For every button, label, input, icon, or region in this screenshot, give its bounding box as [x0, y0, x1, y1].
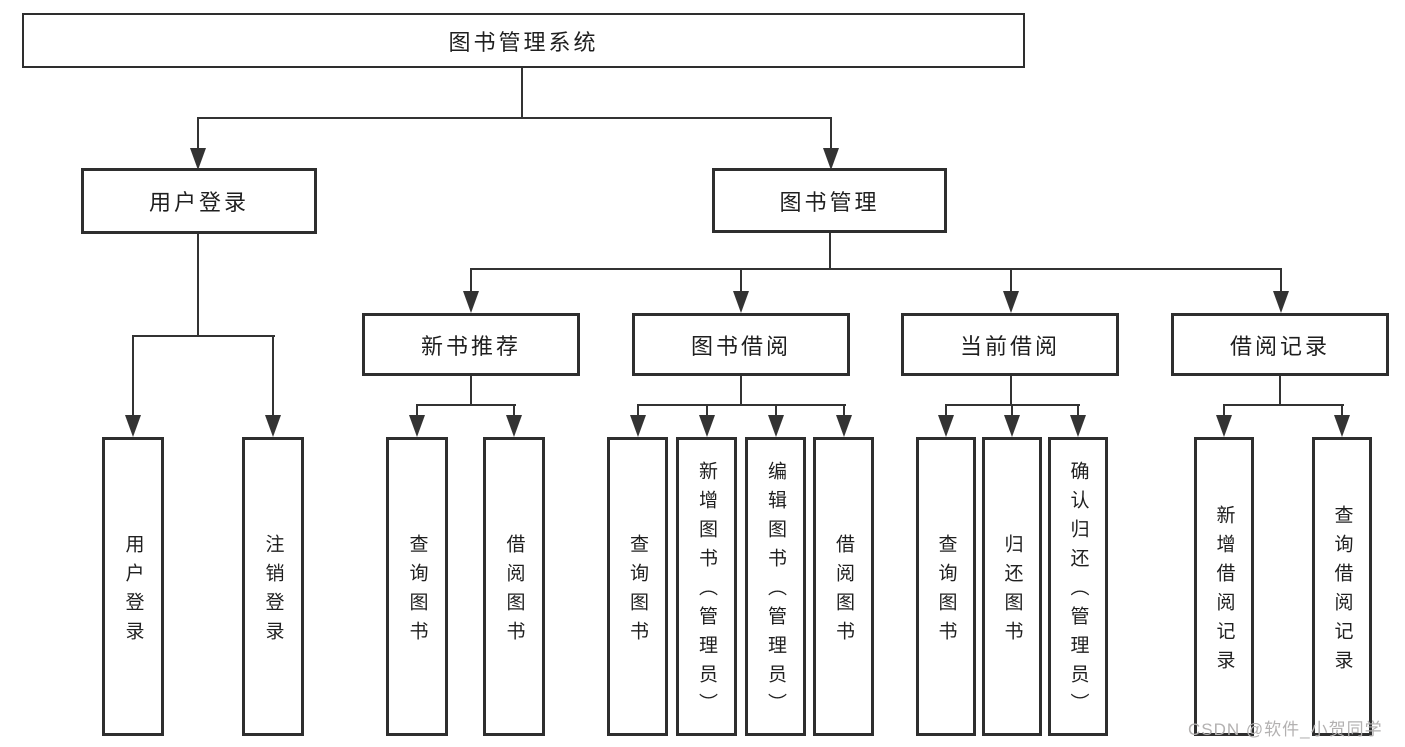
connector-line [1010, 376, 1012, 406]
connector-line [1223, 404, 1344, 406]
connector-line [197, 117, 199, 150]
connector-line [1223, 404, 1225, 419]
connector-line [513, 404, 515, 419]
arrow-down-icon [938, 415, 954, 437]
connector-line [132, 335, 275, 337]
connector-line [1341, 404, 1343, 419]
arrow-down-icon [1004, 415, 1020, 437]
arrow-down-icon [1273, 291, 1289, 313]
leaf-logout: 注销登录 [242, 437, 304, 736]
connector-line [843, 404, 845, 419]
connector-line [197, 117, 832, 119]
leaf-edit-book-admin: 编辑图书（管理员） [745, 437, 806, 736]
connector-line [521, 68, 523, 118]
connector-line [829, 233, 831, 270]
arrow-down-icon [1334, 415, 1350, 437]
arrow-down-icon [733, 291, 749, 313]
connector-line [470, 268, 1282, 270]
leaf-user-login: 用户登录 [102, 437, 164, 736]
connector-line [775, 404, 777, 419]
arrow-down-icon [1070, 415, 1086, 437]
node-new-book-recommend: 新书推荐 [362, 313, 580, 376]
connector-line [706, 404, 708, 419]
node-book-borrow: 图书借阅 [632, 313, 850, 376]
leaf-confirm-return-admin: 确认归还（管理员） [1048, 437, 1108, 736]
arrow-down-icon [409, 415, 425, 437]
arrow-down-icon [768, 415, 784, 437]
arrow-down-icon [630, 415, 646, 437]
connector-line [272, 335, 274, 417]
arrow-down-icon [1003, 291, 1019, 313]
arrow-down-icon [506, 415, 522, 437]
node-root: 图书管理系统 [22, 13, 1025, 68]
arrow-down-icon [1216, 415, 1232, 437]
connector-line [197, 234, 199, 337]
leaf-borrow-book-2: 借阅图书 [813, 437, 874, 736]
node-book-management: 图书管理 [712, 168, 947, 233]
connector-line [740, 268, 742, 295]
node-current-borrow: 当前借阅 [901, 313, 1119, 376]
leaf-return-book: 归还图书 [982, 437, 1042, 736]
leaf-query-book-2: 查询图书 [607, 437, 668, 736]
leaf-add-book-admin: 新增图书（管理员） [676, 437, 737, 736]
connector-line [1011, 404, 1013, 419]
connector-line [416, 404, 516, 406]
node-user-login: 用户登录 [81, 168, 317, 234]
watermark: CSDN @软件_小贺同学 [1188, 720, 1383, 739]
node-borrow-record: 借阅记录 [1171, 313, 1389, 376]
connector-line [470, 268, 472, 295]
connector-line [945, 404, 947, 419]
arrow-down-icon [190, 148, 206, 170]
leaf-query-book-1: 查询图书 [386, 437, 448, 736]
connector-line [1010, 268, 1012, 295]
leaf-add-borrow-record: 新增借阅记录 [1194, 437, 1254, 736]
connector-line [830, 117, 832, 150]
connector-line [1280, 268, 1282, 295]
arrow-down-icon [463, 291, 479, 313]
arrow-down-icon [823, 148, 839, 170]
arrow-down-icon [265, 415, 281, 437]
connector-line [637, 404, 846, 406]
arrow-down-icon [125, 415, 141, 437]
connector-line [416, 404, 418, 419]
leaf-query-borrow-record: 查询借阅记录 [1312, 437, 1372, 736]
arrow-down-icon [699, 415, 715, 437]
connector-line [1077, 404, 1079, 419]
connector-line [637, 404, 639, 419]
connector-line [132, 335, 134, 417]
arrow-down-icon [836, 415, 852, 437]
leaf-query-book-3: 查询图书 [916, 437, 976, 736]
leaf-borrow-book-1: 借阅图书 [483, 437, 545, 736]
connector-line [740, 376, 742, 406]
connector-line [470, 376, 472, 406]
connector-line [1279, 376, 1281, 406]
